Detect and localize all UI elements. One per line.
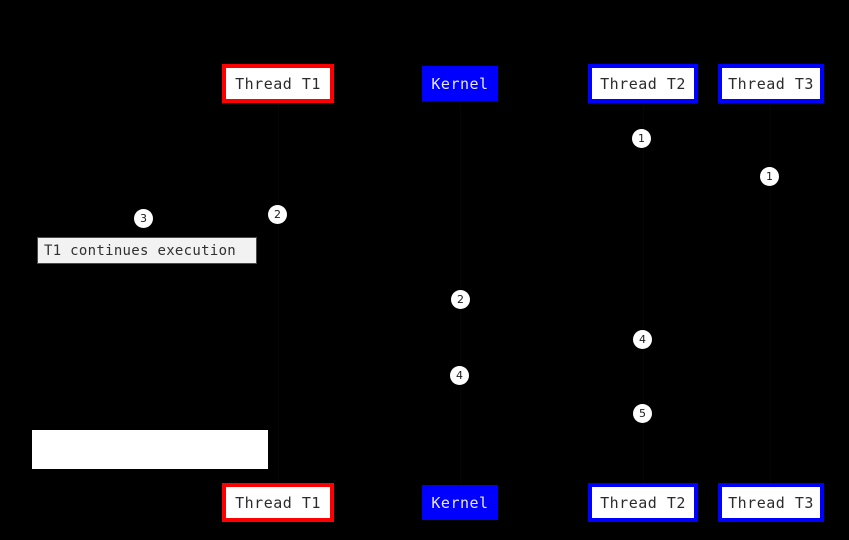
lifeline-thread-t3 <box>770 103 771 483</box>
note-text-t1-continues: T1 continues execution <box>44 242 237 259</box>
participant-label-thread-t3: Thread T3 <box>728 74 814 93</box>
participant-footer-label-thread-t2: Thread T2 <box>600 493 686 512</box>
step-badge-label: 5 <box>639 407 646 420</box>
participant-header-thread-t2[interactable]: Thread T2 <box>588 64 698 103</box>
step-badge-3-thread-t1: 3 <box>134 209 153 228</box>
step-badge-2-kernel: 2 <box>451 290 470 309</box>
step-badge-4-kernel: 4 <box>450 366 469 385</box>
note-blank <box>32 430 268 469</box>
participant-header-thread-t1[interactable]: Thread T1 <box>222 64 334 103</box>
participant-header-kernel[interactable]: Kernel <box>422 66 498 101</box>
step-badge-label: 4 <box>639 333 646 346</box>
lifeline-thread-t2 <box>643 103 644 483</box>
step-badge-label: 1 <box>638 132 645 145</box>
participant-label-kernel: Kernel <box>431 74 489 93</box>
step-badge-5-thread-t2: 5 <box>633 404 652 423</box>
participant-footer-label-thread-t1: Thread T1 <box>235 493 321 512</box>
step-badge-1-thread-t2: 1 <box>632 129 651 148</box>
participant-footer-thread-t2[interactable]: Thread T2 <box>588 483 698 522</box>
participant-label-thread-t2: Thread T2 <box>600 74 686 93</box>
participant-footer-kernel[interactable]: Kernel <box>422 485 498 520</box>
step-badge-label: 4 <box>456 369 463 382</box>
step-badge-label: 2 <box>274 208 281 221</box>
step-badge-label: 3 <box>140 212 147 225</box>
participant-label-thread-t1: Thread T1 <box>235 74 321 93</box>
step-badge-label: 1 <box>766 170 773 183</box>
participant-footer-label-thread-t3: Thread T3 <box>728 493 814 512</box>
step-badge-4-thread-t2: 4 <box>633 330 652 349</box>
participant-footer-label-kernel: Kernel <box>431 493 489 512</box>
participant-footer-thread-t1[interactable]: Thread T1 <box>222 483 334 522</box>
lifeline-thread-t1 <box>278 103 279 483</box>
participant-header-thread-t3[interactable]: Thread T3 <box>718 64 824 103</box>
step-badge-label: 2 <box>457 293 464 306</box>
participant-footer-thread-t3[interactable]: Thread T3 <box>718 483 824 522</box>
step-badge-2-thread-t1: 2 <box>268 205 287 224</box>
note-t1-continues: T1 continues execution <box>37 237 257 264</box>
step-badge-1-thread-t3: 1 <box>760 167 779 186</box>
